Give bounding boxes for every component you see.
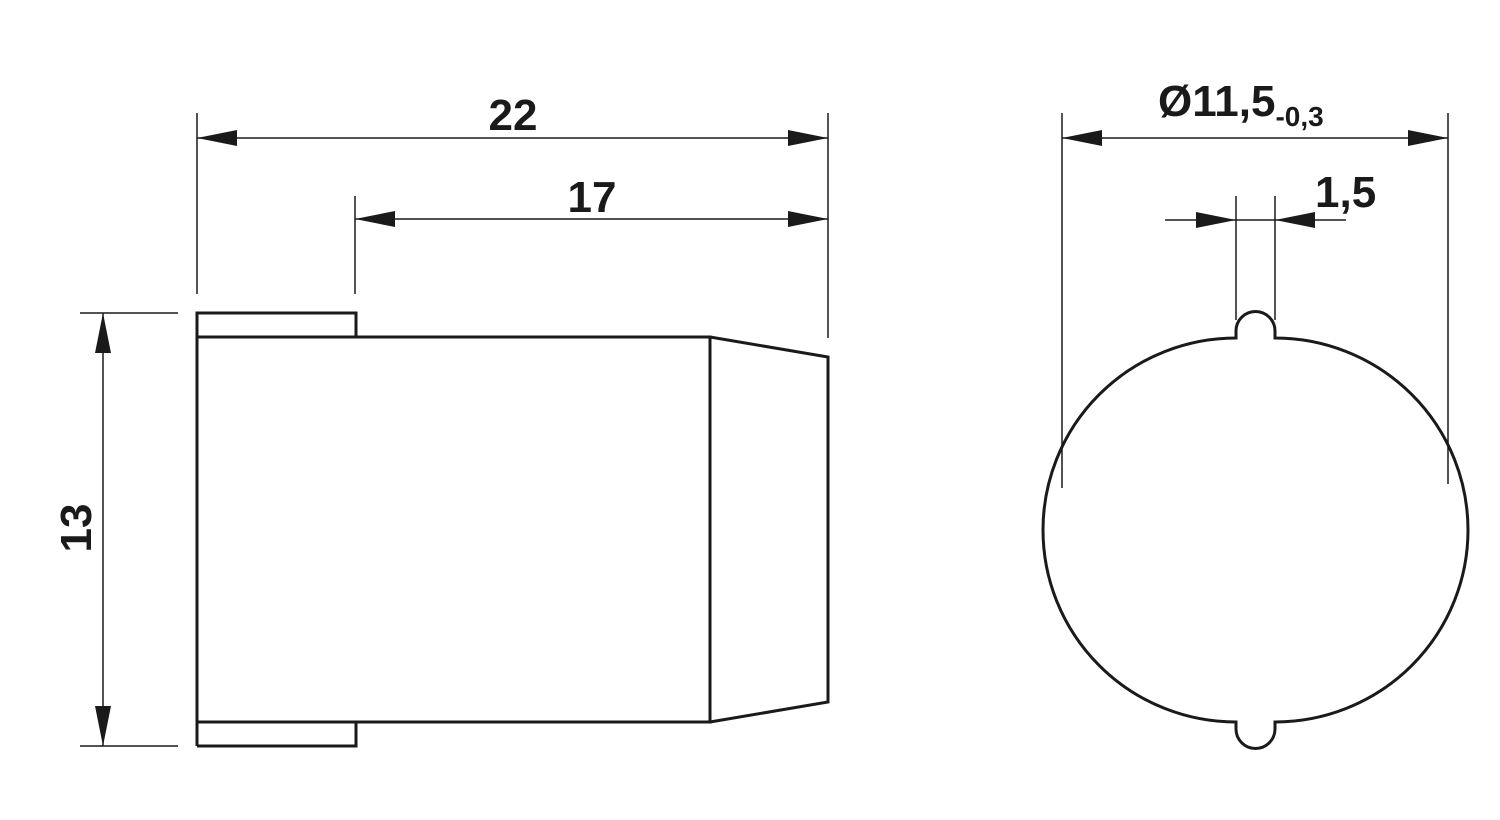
diameter-value: 11,5 [1192, 77, 1275, 126]
diameter-tolerance: -0,3 [1275, 101, 1323, 132]
dimension-label-22: 22 [489, 91, 538, 140]
circular-profile-outline [1041, 310, 1470, 750]
dimension-label-diameter: Ø11,5-0,3 [1158, 77, 1324, 132]
dimension-label-13: 13 [52, 504, 101, 553]
dimension-label-17: 17 [568, 173, 617, 222]
diameter-symbol: Ø [1158, 77, 1192, 126]
tapered-end-outline [709, 335, 830, 724]
end-view [1041, 113, 1470, 750]
flange-outline [195, 311, 358, 748]
side-view [80, 113, 830, 748]
dimension-label-key-width: 1,5 [1315, 168, 1376, 217]
body-outline [356, 335, 712, 724]
